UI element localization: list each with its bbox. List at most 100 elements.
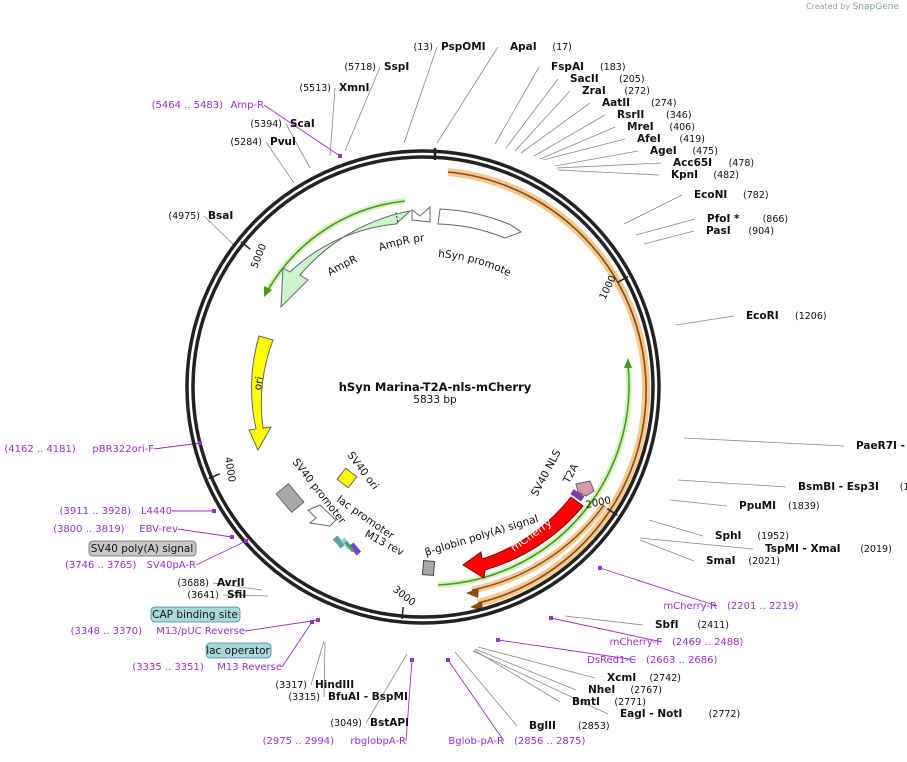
orf-green-arrowhead (624, 358, 632, 368)
sv40-polya-boxed-label: SV40 poly(A) signal (88, 540, 197, 557)
site-bmti: BmtI(2771) (572, 696, 646, 708)
primer-mark-m13-puc-reverse (316, 618, 320, 622)
credit-prefix: Created by (806, 2, 851, 11)
site-econi: EcoNI(782) (694, 189, 769, 201)
site-tspmi-xmai: TspMI - XmaI(2019) (765, 543, 892, 555)
primer-amp-r: Amp-R(5464 .. 5483) (152, 100, 264, 111)
tick-label-3000: 3000 (390, 584, 417, 608)
tick-label-5000: 5000 (249, 242, 269, 270)
primer-name-rbglobpa-r: rbglobpA-R (350, 736, 406, 747)
site-pos-sacii: (205) (619, 74, 645, 85)
leader-bsmbi-esp3i (677, 479, 787, 488)
leader-eagi-noti (472, 650, 609, 715)
site-pfoi: PfoI *(866) (707, 213, 788, 225)
leader-xcmi (477, 646, 596, 679)
site-sfii: SfiI(3641) (187, 589, 246, 601)
site-pos-nhei: (2767) (630, 685, 662, 696)
primer-mark-bglob-pa-r (446, 658, 450, 662)
site-pos-ecori: (1206) (795, 311, 827, 322)
ampr-promoter-arrow (411, 205, 431, 223)
primer-name-pbr322ori-f: pBR322ori-F (92, 444, 154, 455)
cap-binding-site-boxed-label: CAP binding site (150, 606, 241, 623)
leader-apai (436, 46, 499, 144)
site-sacii: SacII(205) (570, 73, 645, 85)
site-pos-bsmbi-esp3i: (1772) (900, 482, 907, 493)
primer-range-sv40pa-r: (3746 .. 3765) (65, 560, 137, 571)
site-sphi: SphI(1952) (715, 530, 789, 542)
site-name-sspi: SspI (384, 61, 409, 73)
leader-bstapi (365, 653, 408, 724)
leader-paer7i-pspxi-xhoi (683, 437, 845, 447)
site-ppumi: PpuMI(1839) (739, 500, 820, 512)
leader-hindiii (310, 640, 325, 686)
site-pos-avrii: (3688) (177, 578, 209, 589)
m13-rev-block-2 (344, 541, 355, 553)
leader-bfuai-bspmi (323, 641, 326, 698)
leader-ecori (675, 315, 735, 326)
primer-mark-amp-r (338, 154, 342, 158)
site-name-sbfi: SbfI (655, 619, 679, 631)
primer-mark-rbglobpa-r (410, 658, 414, 662)
site-name-bsmbi-esp3i: BsmBI - Esp3I (798, 481, 879, 493)
site-bsmbi-esp3i: BsmBI - Esp3I (1772) (798, 481, 907, 493)
leader-bsai (203, 215, 236, 247)
primer-mark-ebv-rev (230, 535, 234, 539)
primer-range-m13-puc-reverse: (3348 .. 3370) (71, 626, 143, 637)
site-name-avrii: AvrII (217, 577, 245, 589)
site-pos-pvui: (5284) (230, 137, 262, 148)
site-pos-hindiii: (3317) (275, 680, 307, 691)
ampr-green-arrowhead (264, 286, 272, 297)
cap-binding-site-block (332, 535, 346, 549)
site-pos-kpni: (482) (713, 170, 739, 181)
primer-name-m13-reverse: M13 Reverse (217, 662, 282, 673)
site-name-sphi: SphI (715, 530, 741, 542)
site-pos-econi: (782) (743, 190, 769, 201)
site-name-eagi-noti: EagI - NotI (620, 708, 682, 720)
leader-bglii (454, 651, 518, 727)
hsyn-promoter-arrow (437, 208, 523, 239)
site-name-bmti: BmtI (572, 696, 600, 708)
primer-mark-pbr322ori-f (198, 441, 202, 445)
site-pos-mrei: (406) (669, 122, 695, 133)
primer-mark-dsred1-c (496, 638, 500, 642)
site-name-smai: SmaI (706, 555, 736, 567)
site-name-bstapi: BstAPI (370, 717, 409, 729)
ampr-green-line (267, 200, 406, 291)
site-name-pasi: PasI (706, 225, 731, 237)
site-pos-zrai: (272) (624, 86, 650, 97)
primer-leader-mcherry-r (599, 567, 718, 607)
leader-sacii (505, 78, 559, 149)
site-nhei: NheI (2767) (588, 684, 662, 696)
site-name-acc65i: Acc65I (673, 157, 712, 169)
primer-name-ebv-rev: EBV-rev (139, 524, 178, 535)
t2a-arrow (575, 480, 595, 497)
site-name-nhei: NheI (588, 684, 615, 696)
tick-label-1000: 1000 (598, 274, 619, 302)
primer-sv40pa-r: SV40pA-R(3746 .. 3765) (65, 560, 196, 571)
site-pos-tspmi-xmai: (2019) (860, 544, 892, 555)
site-pspomi: PspOMI(13) (413, 41, 485, 53)
tick-mark-5000 (240, 241, 251, 250)
leader-xmni (329, 87, 336, 157)
tick-label-2000: 2000 (585, 495, 612, 511)
site-pos-sspi: (5718) (344, 62, 376, 73)
primer-bglob-pa-r: Bglob-pA-R(2856 .. 2875) (448, 736, 585, 747)
primer-range-m13-reverse: (3335 .. 3351) (132, 662, 204, 673)
leader-pspomi (403, 46, 438, 144)
site-pos-rsrii: (346) (666, 110, 692, 121)
site-bstapi: BstAPI(3049) (330, 717, 409, 729)
primer-mark-l4440 (212, 509, 216, 513)
site-pos-sbfi: (2411) (697, 620, 729, 631)
snapgene-logo: SnapGene (852, 2, 899, 12)
site-pos-acc65i: (478) (729, 158, 755, 169)
site-aatii: AatII(274) (602, 97, 677, 109)
site-pos-afei: (419) (679, 134, 705, 145)
ori-arrow (248, 335, 274, 452)
site-name-xmni: XmnI (339, 82, 369, 94)
leader-lines (153, 46, 845, 742)
lac-promoter-arrow (307, 504, 337, 527)
primer-range-ebv-rev: (3800 .. 3819) (53, 524, 125, 535)
bglobin-polya-box (421, 560, 436, 577)
site-pos-pspomi: (13) (413, 42, 433, 53)
leader-bmti (473, 649, 561, 703)
